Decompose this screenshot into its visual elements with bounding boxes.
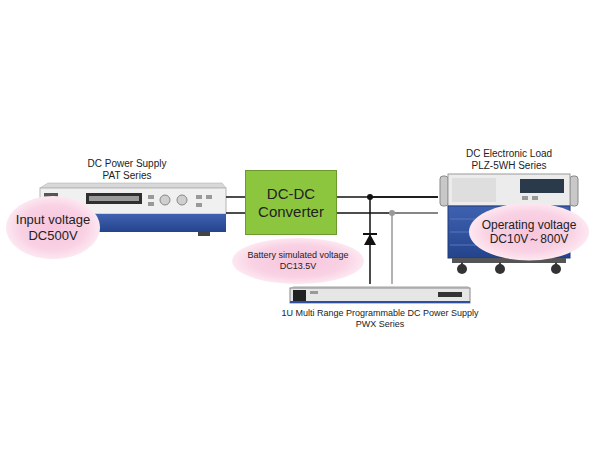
- pwx-power-supply: [290, 286, 470, 303]
- pat-power-supply-part: [206, 195, 212, 199]
- diode-symbol-part: [364, 234, 376, 245]
- pwx-power-supply-part: [290, 301, 470, 303]
- plz-electronic-load-part: [522, 196, 528, 200]
- bubble-fill: [6, 196, 100, 259]
- converter-box: DC-DC Converter: [245, 170, 337, 235]
- pwx-power-supply-part: [438, 292, 462, 297]
- node-label: Battery simulated voltage DC13.5V: [243, 250, 353, 272]
- plz-electronic-load-part: [532, 196, 538, 200]
- pwx-power-supply-part: [310, 291, 318, 294]
- plz-electronic-load-part: [448, 174, 570, 206]
- pat-power-supply-part: [177, 195, 187, 205]
- plz-electronic-load-part: [440, 176, 448, 206]
- plz-electronic-load-part: [570, 176, 578, 206]
- pat-power-supply-part: [196, 195, 202, 199]
- wire: [226, 196, 245, 198]
- text-group: Input voltage DC500V: [10, 212, 96, 243]
- text-group: Operating voltage DC10V～800V: [475, 218, 583, 247]
- voltage-bubble: Input voltage DC500V: [6, 196, 100, 259]
- wire: [226, 212, 245, 214]
- node-label: 1U Multi Range Programmable DC Power Sup…: [280, 308, 480, 330]
- text-group: DC-DC Converter: [251, 185, 331, 221]
- node-label: DC Power Supply PAT Series: [81, 158, 173, 182]
- text-group: DC Electronic Load PLZ-5WH Series: [459, 148, 559, 172]
- wire: [370, 197, 438, 284]
- text-group: Battery simulated voltage DC13.5V: [243, 250, 353, 272]
- power-supply-device: 1U Multi Range Programmable DC Power Sup…: [278, 284, 482, 330]
- text-group: DC Power Supply PAT Series: [81, 158, 173, 182]
- plz-electronic-load-part: [452, 178, 496, 202]
- pat-power-supply-part: [160, 195, 170, 205]
- node-label: DC Electronic Load PLZ-5WH Series: [459, 148, 559, 172]
- plz-electronic-load-part: [520, 179, 564, 193]
- wire: [392, 213, 438, 284]
- plz-electronic-load-part: [551, 264, 561, 274]
- junction-dot: [367, 194, 373, 200]
- diode-symbol-part: [363, 233, 377, 235]
- pwx-power-supply-part: [290, 288, 470, 303]
- voltage-bubble: Battery simulated voltage DC13.5V: [232, 238, 364, 284]
- pat-power-supply-part: [198, 232, 210, 236]
- pat-power-supply-part: [86, 193, 142, 204]
- node-label: Input voltage DC500V: [10, 212, 96, 243]
- plz-electronic-load-part: [495, 264, 505, 274]
- pat-power-supply-part: [148, 195, 154, 199]
- diode-symbol: [363, 234, 377, 245]
- bubble-fill: [232, 238, 364, 284]
- pwx-power-supply-part: [293, 290, 306, 301]
- pat-power-supply-part: [89, 196, 139, 201]
- text-group: 1U Multi Range Programmable DC Power Sup…: [280, 308, 480, 330]
- node-label: Operating voltage DC10V～800V: [475, 218, 583, 247]
- pat-power-supply-part: [196, 203, 202, 207]
- voltage-bubble: Operating voltage DC10V～800V: [469, 203, 589, 260]
- plz-electronic-load-part: [457, 264, 467, 274]
- bubble-fill: [469, 203, 589, 260]
- node-label: DC-DC Converter: [251, 185, 331, 221]
- pat-power-supply-part: [40, 183, 226, 188]
- junction-dot: [389, 210, 395, 216]
- pat-power-supply-part: [148, 202, 154, 206]
